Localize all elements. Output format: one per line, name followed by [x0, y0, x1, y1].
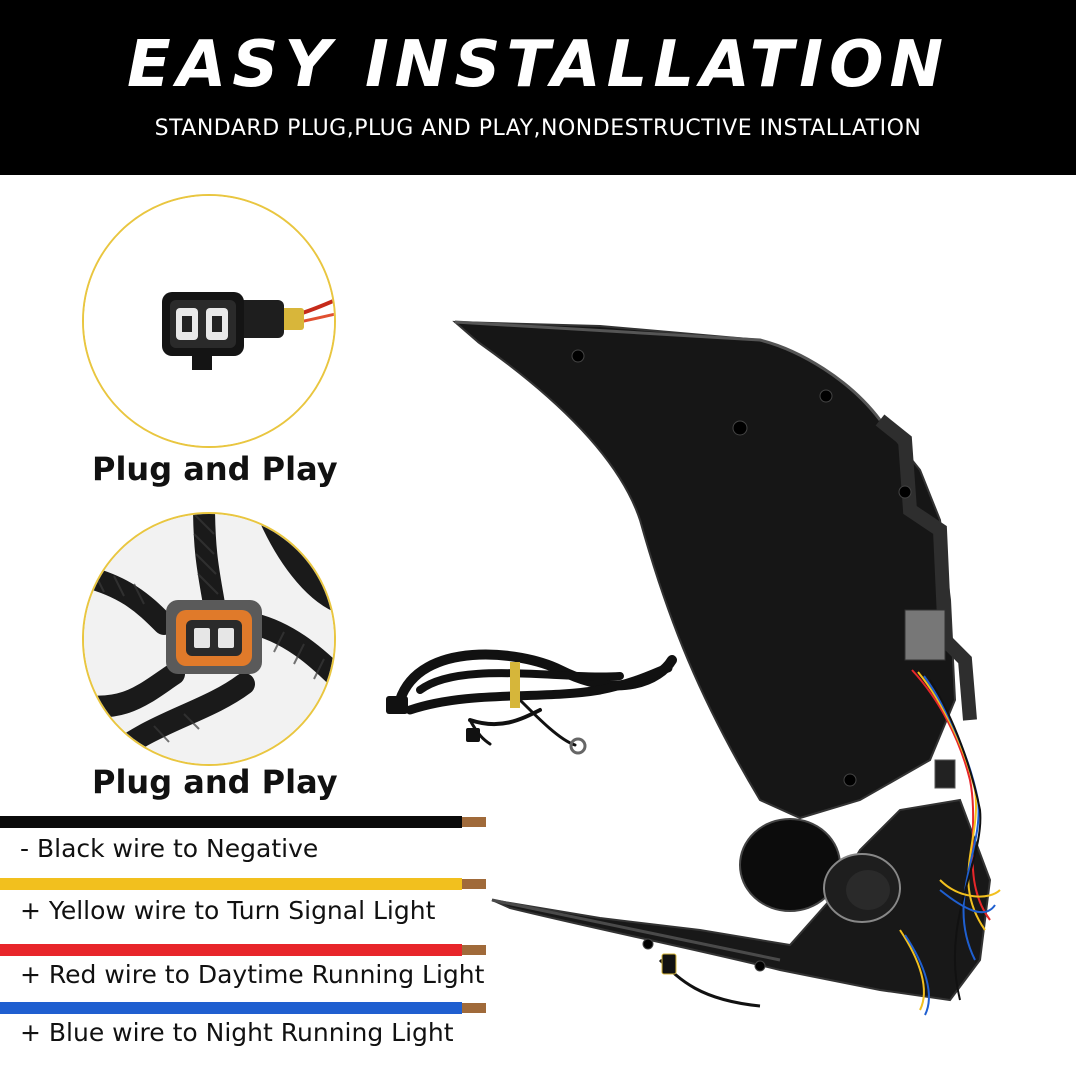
harness-connector-icon [84, 514, 334, 764]
product-illustration [370, 300, 1076, 1076]
yellow-wire-swatch [0, 878, 462, 890]
connector-plug-icon [84, 196, 334, 446]
black-wire-swatch [0, 816, 462, 828]
wire-label: + Red wire to Daytime Running Light [20, 960, 485, 989]
wire-copper-tip [462, 817, 486, 827]
red-wire-swatch [0, 944, 462, 956]
wire-label: + Yellow wire to Turn Signal Light [20, 896, 436, 925]
banner-title: EASY INSTALLATION [126, 28, 950, 102]
harness-connector-closeup [82, 512, 336, 766]
callout-caption: Plug and Play [92, 450, 338, 488]
header-banner: EASY INSTALLATION STANDARD PLUG,PLUG AND… [0, 0, 1076, 175]
banner-subtitle: STANDARD PLUG,PLUG AND PLAY,NONDESTRUCTI… [154, 116, 922, 141]
callout-caption: Plug and Play [92, 763, 338, 801]
wire-copper-tip [462, 945, 486, 955]
wire-label: - Black wire to Negative [20, 834, 319, 863]
housing-body [452, 320, 992, 1002]
wire-copper-tip [462, 1003, 486, 1013]
blue-wire-swatch [0, 1002, 462, 1014]
wiring-harness [395, 649, 677, 747]
plug-connector-closeup [82, 194, 336, 448]
wire-copper-tip [462, 879, 486, 889]
light-housing-image [386, 320, 1001, 1016]
wire-label: + Blue wire to Night Running Light [20, 1018, 454, 1047]
